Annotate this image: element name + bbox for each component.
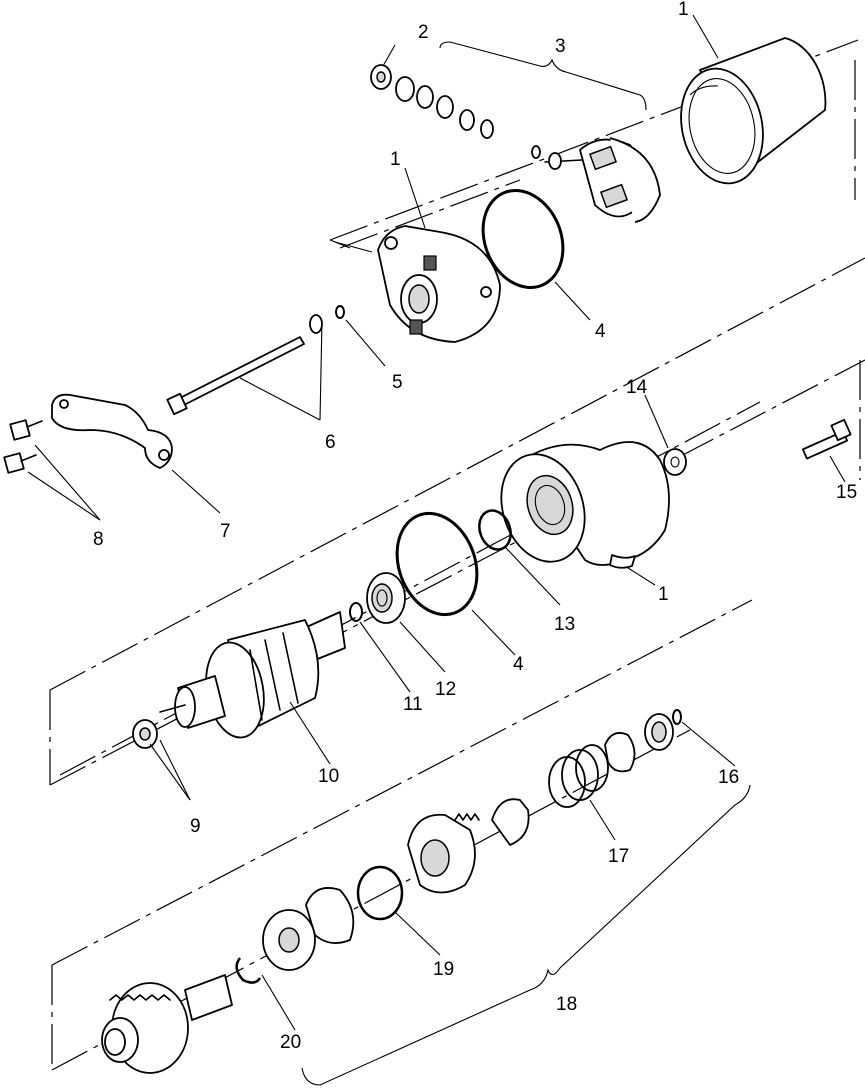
through-bolt — [166, 314, 323, 416]
callout-5: 5 — [392, 372, 403, 393]
callout-1-drive-housing: 1 — [658, 584, 669, 605]
bearing-12 — [366, 572, 406, 624]
bracket-bolts — [3, 419, 43, 474]
leader-lines — [27, 14, 846, 1086]
stopper-collar — [305, 887, 355, 944]
callout-14: 14 — [626, 377, 648, 398]
washer-14 — [663, 448, 687, 476]
callout-8: 8 — [93, 529, 104, 550]
callout-2: 2 — [418, 22, 429, 43]
thrust-washer — [262, 909, 316, 971]
callout-6: 6 — [325, 432, 336, 453]
callout-1-yoke: 1 — [678, 0, 689, 20]
overrunning-clutch — [407, 813, 480, 894]
ring-19 — [356, 865, 404, 921]
o-ring-upper — [481, 189, 565, 289]
callout-15: 15 — [836, 482, 857, 503]
commutator-end-cover — [377, 225, 501, 343]
screw-15 — [801, 418, 852, 460]
callout-19: 19 — [433, 959, 454, 980]
end-washer-9 — [132, 719, 158, 749]
callout-17: 17 — [608, 846, 629, 867]
brush-holder — [531, 137, 661, 223]
callout-18: 18 — [556, 994, 577, 1015]
callout-9: 9 — [190, 816, 201, 837]
drive-end-housing — [500, 441, 670, 569]
nut-washer-set — [370, 64, 494, 139]
callout-20: 20 — [280, 1032, 301, 1053]
callout-13: 13 — [554, 614, 575, 635]
callout-16: 16 — [718, 767, 739, 788]
callout-10: 10 — [318, 766, 339, 787]
centerlines — [49, 39, 865, 1071]
armature — [159, 611, 346, 739]
o-ring-small — [335, 305, 345, 319]
snap-ring-20 — [235, 957, 262, 984]
drive-parts-upper — [491, 709, 682, 846]
callout-4-upper: 4 — [595, 321, 606, 342]
callout-labels: 1 2 3 1 4 5 6 7 8 14 15 1 13 4 12 11 10 … — [93, 0, 857, 1053]
callout-3: 3 — [555, 36, 566, 57]
callout-7: 7 — [220, 521, 231, 542]
o-ring-13 — [478, 509, 512, 551]
output-gear-shaft — [101, 974, 233, 1074]
callout-11: 11 — [403, 694, 423, 715]
yoke-housing — [680, 37, 827, 185]
clip-11 — [349, 602, 363, 622]
mounting-bracket — [51, 393, 173, 469]
callout-4-lower: 4 — [513, 654, 524, 675]
o-ring-lower — [395, 511, 479, 617]
callout-1-end-cover: 1 — [390, 149, 401, 170]
callout-12: 12 — [435, 679, 456, 700]
